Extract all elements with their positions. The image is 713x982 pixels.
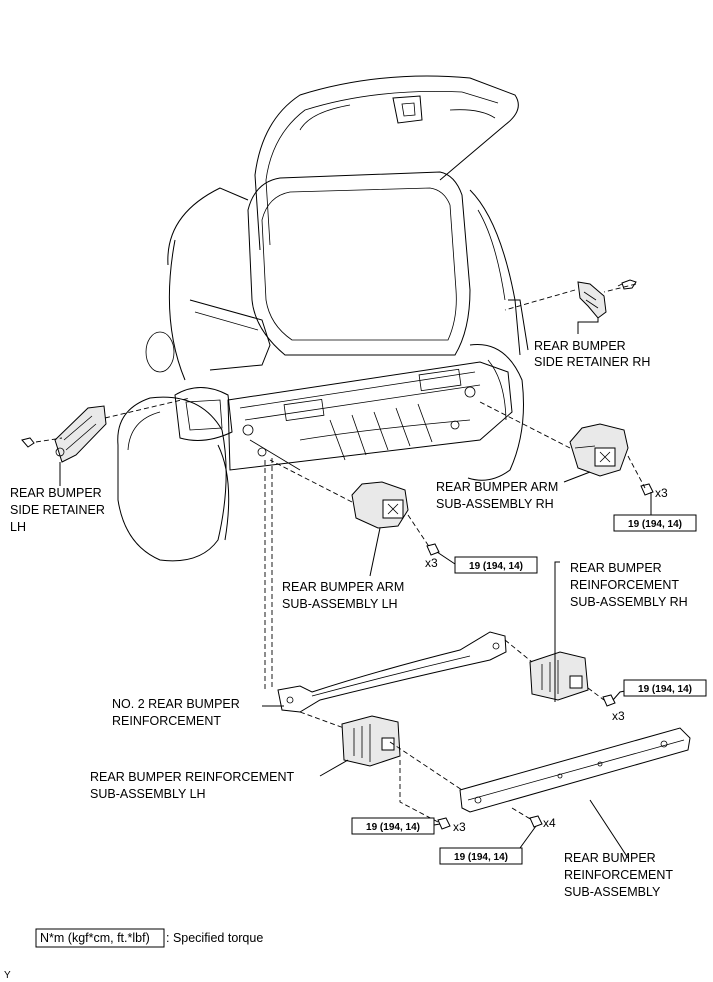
- svg-text:19 (194, 14): 19 (194, 14): [366, 822, 420, 833]
- label-reinforcement-sub-lh: REAR BUMPER REINFORCEMENT SUB-ASSEMBLY L…: [90, 770, 295, 801]
- tailgate-handle: [392, 95, 423, 124]
- corner-mark: Y: [4, 970, 11, 981]
- side-retainer-lh-part: [54, 405, 107, 463]
- svg-text:REAR BUMPER ARM: REAR BUMPER ARM: [282, 580, 404, 594]
- legend-description: : Specified torque: [166, 931, 263, 945]
- svg-text:SUB-ASSEMBLY LH: SUB-ASSEMBLY LH: [282, 597, 398, 611]
- svg-text:REAR BUMPER: REAR BUMPER: [10, 486, 102, 500]
- svg-text:REINFORCEMENT: REINFORCEMENT: [112, 714, 221, 728]
- label-arm-lh: REAR BUMPER ARM SUB-ASSEMBLY LH: [282, 580, 404, 611]
- svg-text:REAR BUMPER ARM: REAR BUMPER ARM: [436, 480, 558, 494]
- svg-text:SUB-ASSEMBLY: SUB-ASSEMBLY: [564, 885, 661, 899]
- label-reinforcement-sub: REAR BUMPER REINFORCEMENT SUB-ASSEMBLY: [564, 851, 673, 899]
- svg-text:SIDE RETAINER: SIDE RETAINER: [10, 503, 105, 517]
- reinforcement-sub-bolt: [529, 815, 543, 828]
- qty-arm-rh: x3: [655, 486, 668, 500]
- svg-text:19 (194, 14): 19 (194, 14): [454, 852, 508, 863]
- reinforcement-sub-part: [459, 727, 691, 813]
- arm-lh-bolt: [426, 543, 440, 556]
- label-side-retainer-rh: REAR BUMPER SIDE RETAINER RH: [534, 339, 650, 369]
- label-side-retainer-lh: REAR BUMPER SIDE RETAINER LH: [10, 486, 105, 534]
- reinforcement-sub-rh-part: [529, 651, 589, 701]
- svg-text:SUB-ASSEMBLY LH: SUB-ASSEMBLY LH: [90, 787, 206, 801]
- qty-reinforcement-sub-rh: x3: [612, 709, 625, 723]
- svg-text:REAR BUMPER REINFORCEMENT: REAR BUMPER REINFORCEMENT: [90, 770, 295, 784]
- legend-unit-text: N*m (kgf*cm, ft.*lbf): [40, 931, 150, 945]
- svg-text:19 (194, 14): 19 (194, 14): [628, 519, 682, 530]
- svg-text:REINFORCEMENT: REINFORCEMENT: [564, 868, 673, 882]
- svg-text:19 (194, 14): 19 (194, 14): [638, 684, 692, 695]
- reinforcement-sub-rh-bolt: [602, 694, 616, 707]
- svg-text:REAR BUMPER: REAR BUMPER: [570, 561, 662, 575]
- vehicle-rear-illustration: [117, 75, 529, 562]
- legend: N*m (kgf*cm, ft.*lbf) : Specified torque: [35, 928, 263, 948]
- no2-reinforcement-part: [277, 631, 507, 713]
- qty-reinforcement-sub-lh: x3: [453, 820, 466, 834]
- label-no2-reinforcement: NO. 2 REAR BUMPER REINFORCEMENT: [112, 697, 240, 728]
- reinforcement-sub-lh-bolt: [437, 817, 451, 830]
- assembly-guide-lines: [35, 283, 646, 823]
- torque-box-reinforcement-sub-lh: 19 (194, 14): [351, 817, 435, 835]
- side-retainer-rh-part: [577, 281, 607, 319]
- torque-box-reinforcement-sub: 19 (194, 14): [439, 847, 523, 865]
- svg-text:REAR BUMPER: REAR BUMPER: [564, 851, 656, 865]
- qty-reinforcement-sub: x4: [543, 816, 556, 830]
- svg-text:LH: LH: [10, 520, 26, 534]
- arm-lh-part: [351, 481, 409, 529]
- svg-text:SUB-ASSEMBLY RH: SUB-ASSEMBLY RH: [436, 497, 554, 511]
- svg-text:REAR BUMPER: REAR BUMPER: [534, 339, 626, 353]
- svg-text:NO. 2 REAR BUMPER: NO. 2 REAR BUMPER: [112, 697, 240, 711]
- qty-arm-lh: x3: [425, 556, 438, 570]
- svg-text:19 (194, 14): 19 (194, 14): [469, 561, 523, 572]
- legend-unit-box: [35, 928, 165, 948]
- svg-text:SIDE RETAINER RH: SIDE RETAINER RH: [534, 355, 650, 369]
- side-retainer-lh-bolt: [21, 437, 35, 448]
- torque-box-reinforcement-sub-rh: 19 (194, 14): [623, 679, 707, 697]
- label-arm-rh: REAR BUMPER ARM SUB-ASSEMBLY RH: [436, 480, 558, 511]
- svg-text:SUB-ASSEMBLY RH: SUB-ASSEMBLY RH: [570, 595, 688, 609]
- reinforcement-sub-lh-part: [341, 715, 401, 767]
- torque-box-arm-rh: 19 (194, 14): [613, 514, 697, 532]
- arm-rh-part: [569, 423, 629, 477]
- torque-box-arm-lh: 19 (194, 14): [454, 556, 538, 574]
- label-reinforcement-sub-rh: REAR BUMPER REINFORCEMENT SUB-ASSEMBLY R…: [570, 561, 688, 609]
- svg-text:REINFORCEMENT: REINFORCEMENT: [570, 578, 679, 592]
